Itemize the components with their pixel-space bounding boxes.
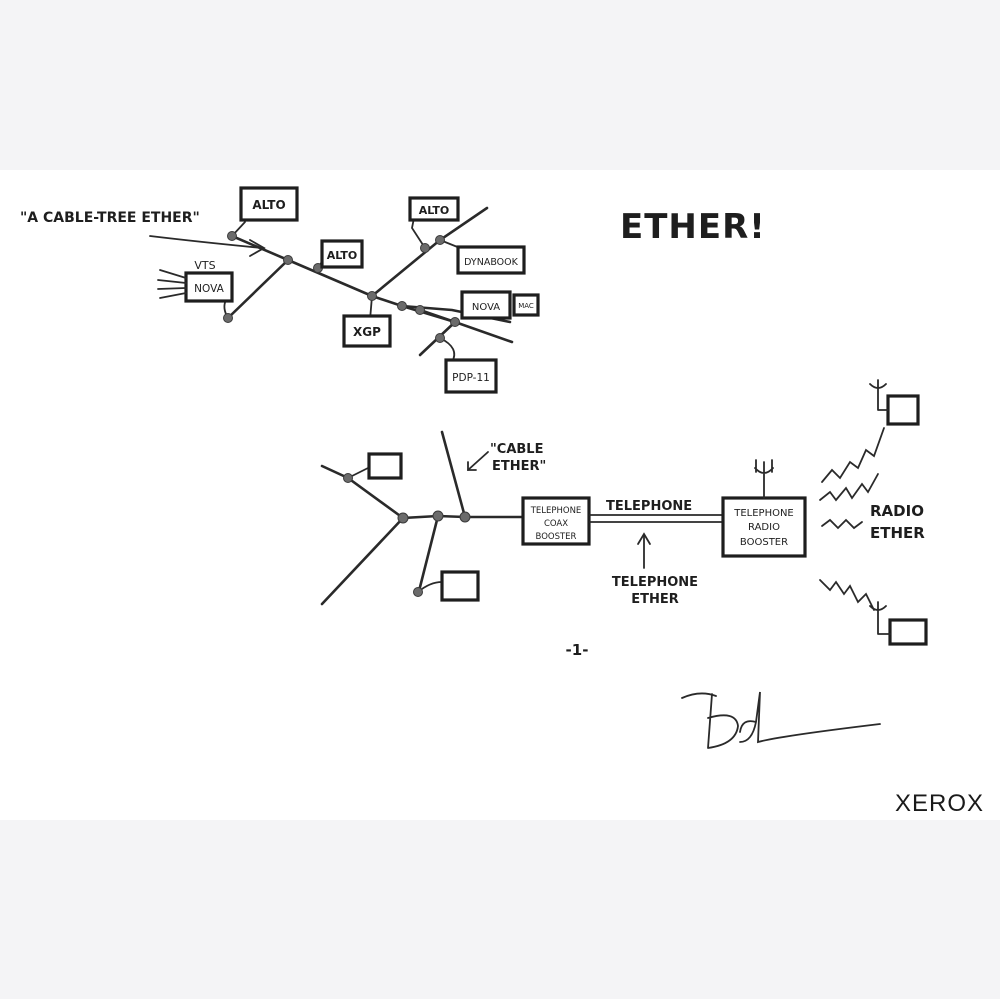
tap-node (432, 510, 444, 522)
ether-title: ETHER! (620, 207, 766, 247)
alto-node-3: ALTO (408, 196, 460, 222)
radio-wave-lower (819, 579, 875, 611)
tap-node (367, 291, 377, 301)
tap-node (397, 301, 407, 311)
antenna-icon (869, 601, 891, 635)
nova-1-label: NOVA (472, 302, 500, 313)
tap-node (435, 235, 445, 245)
cable-tree-caption: "A CABLE-TREE ETHER" (20, 210, 200, 226)
alto-2-label: ALTO (327, 249, 358, 262)
cable-ether-arrow (467, 451, 489, 471)
tap-node (223, 313, 233, 323)
cable-spur-nova (418, 308, 457, 324)
telephone-ether-line-2: ETHER (631, 592, 679, 607)
station-box (367, 452, 403, 480)
cable-branch-nova (226, 258, 290, 320)
radio-ether-line-2: ETHER (870, 524, 925, 542)
cable-trunk (230, 234, 514, 344)
nova-node-1: NOVA (460, 290, 512, 320)
cable-ether-lower (416, 514, 440, 597)
antenna-icon (869, 379, 889, 411)
cable-ether-upper (440, 430, 467, 519)
ether-sketch: "A CABLE-TREE ETHER" AL (20, 186, 928, 749)
antenna-icon (754, 459, 774, 499)
cable-ether-label-2: ETHER" (492, 459, 546, 474)
radio-booster-line-2: RADIO (748, 522, 780, 533)
coax-booster-line-1: TELEPHONE (530, 506, 582, 516)
tap-node (420, 243, 430, 253)
alto-node-2: ALTO (320, 239, 364, 269)
cable-tree-diagram: "A CABLE-TREE ETHER" AL (20, 186, 540, 394)
ether-types-diagram: "CABLE ETHER" TELEPHONE COAX BOOSTER TEL… (320, 379, 928, 646)
telephone-link-label: TELEPHONE (606, 499, 692, 514)
xgp-label: XGP (353, 325, 381, 339)
tap-node (413, 587, 423, 597)
tap-node (343, 473, 353, 483)
page-number: -1- (566, 641, 589, 659)
coax-booster-line-2: COAX (544, 519, 568, 529)
tap-node (450, 317, 460, 327)
signature-scribble (681, 691, 881, 749)
caption-arrow (149, 235, 263, 249)
tap-node (459, 511, 471, 523)
radio-wave-upper (819, 427, 885, 502)
station-box (440, 570, 480, 602)
tap-node (227, 231, 237, 241)
nova-node-2: VTS NOVA (157, 259, 234, 303)
radio-wave-middle (821, 518, 863, 530)
tap-node (435, 333, 445, 343)
tap-node (397, 512, 409, 524)
pdp11-node: PDP-11 (444, 358, 498, 394)
radio-booster: TELEPHONE RADIO BOOSTER (721, 496, 807, 558)
telephone-ether-arrowhead (637, 532, 651, 545)
coax-booster-line-3: BOOSTER (536, 532, 577, 542)
mac-node: MAC (512, 293, 540, 317)
tap-node (283, 255, 293, 265)
pdp11-label: PDP-11 (452, 372, 490, 384)
radio-station-bottom (869, 601, 928, 646)
vts-label: VTS (194, 259, 215, 272)
coax-booster: TELEPHONE COAX BOOSTER (521, 496, 591, 546)
radio-ether-line-1: RADIO (870, 502, 924, 520)
dynabook-node: DYNABOOK (456, 245, 526, 275)
cable-ether-label-1: "CABLE (490, 442, 543, 457)
vts-terminal-lines (157, 269, 187, 299)
alto-3-label: ALTO (419, 204, 450, 217)
caption-arrowhead (249, 239, 266, 257)
radio-station-top (869, 379, 920, 426)
dynabook-label: DYNABOOK (464, 257, 519, 268)
radio-booster-line-1: TELEPHONE (733, 508, 794, 519)
signature (681, 691, 881, 749)
mac-label: MAC (518, 302, 534, 310)
alto-1-label: ALTO (252, 198, 285, 212)
alto-node-1: ALTO (239, 186, 299, 222)
xgp-node: XGP (342, 314, 392, 348)
nova-2-label: NOVA (194, 283, 224, 295)
telephone-ether-line-1: TELEPHONE (612, 575, 698, 590)
cable-ether-arrowhead (467, 461, 477, 471)
memo-sheet: "A CABLE-TREE ETHER" AL (0, 170, 1000, 820)
tap-node (415, 305, 425, 315)
radio-booster-line-3: BOOSTER (740, 537, 788, 548)
xerox-wordmark: XEROX (894, 790, 984, 817)
